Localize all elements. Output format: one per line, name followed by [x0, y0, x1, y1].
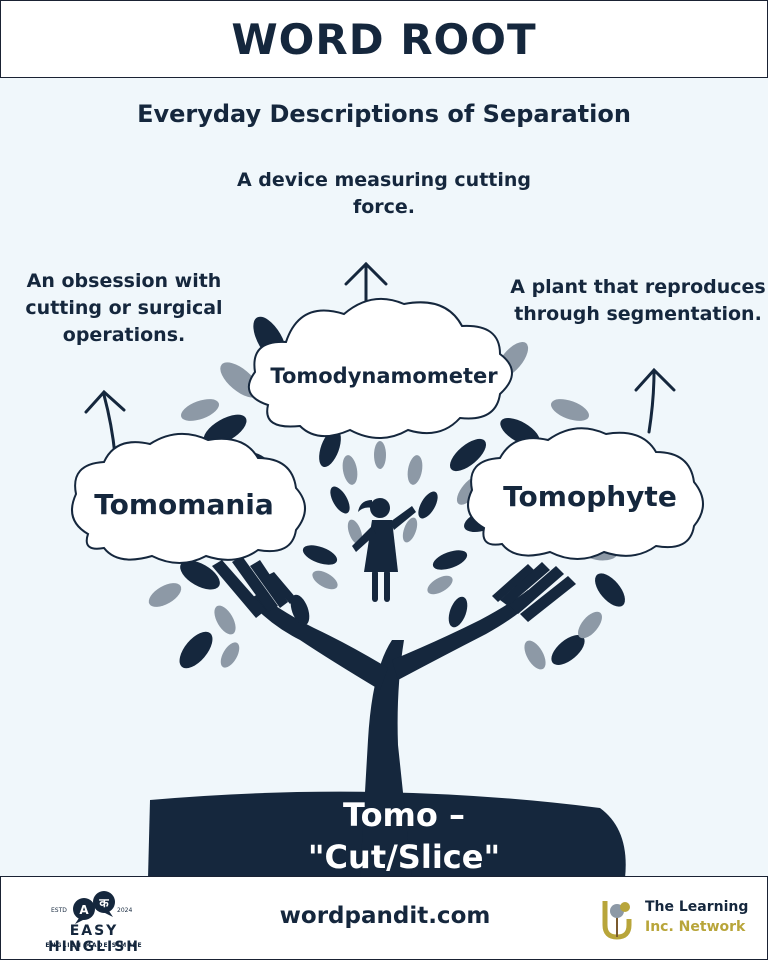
definition-tomophyte: A plant that reproduces through segmenta…: [510, 276, 766, 325]
left-hand: [212, 556, 296, 618]
root-meaning: "Cut/Slice": [307, 838, 501, 876]
definition-tomodynamometer: A device measuring cutting force.: [236, 169, 532, 218]
brand-name: EASY HINGLISH: [47, 923, 141, 955]
logo-glyph-a: A: [79, 903, 89, 917]
header-banner: WORD ROOT: [0, 0, 768, 78]
right-hand: [492, 562, 576, 622]
footer: A क ESTD 2024 EASY HINGLISH ENGLISH MADE…: [0, 876, 768, 960]
word-tomophyte: Tomophyte: [503, 480, 677, 513]
tree-trunk: [360, 640, 412, 878]
page-title: WORD ROOT: [231, 14, 537, 64]
logo-glyph-ka: क: [98, 896, 109, 910]
cloud-tomodynamometer: [247, 297, 513, 439]
site-link[interactable]: wordpandit.com: [279, 903, 491, 929]
brand-tagline: ENGLISH MADE SIMPLE: [45, 942, 143, 949]
brand-estd: ESTD: [51, 907, 67, 914]
left-branch-arm: [248, 594, 388, 690]
definition-tomomania: An obsession with cutting or surgical op…: [25, 270, 223, 346]
easy-hinglish-logo: A क ESTD 2024 EASY HINGLISH ENGLISH MADE…: [29, 889, 159, 955]
learning-inc-text: The Learning Inc. Network: [645, 897, 765, 937]
learning-inc-line2: Inc. Network: [645, 919, 746, 935]
word-tomomania: Tomomania: [94, 488, 274, 521]
cloud-tomomania: [71, 433, 306, 564]
learning-inc-line1: The Learning: [645, 899, 749, 915]
child-figure: [352, 498, 416, 602]
right-branch-arm: [392, 590, 534, 680]
arrow-up-icon: [634, 367, 676, 434]
learning-inc-logo: The Learning Inc. Network: [601, 897, 761, 941]
brand-year: 2024: [117, 907, 133, 914]
speech-bubble-icon: A क: [73, 891, 115, 924]
word-tomodynamometer: Tomodynamometer: [270, 364, 498, 388]
root-word-label: Tomo – "Cut/Slice": [250, 794, 558, 878]
tree-logo-icon: [602, 901, 632, 940]
subtitle: Everyday Descriptions of Separation: [137, 100, 631, 128]
cloud-tomophyte: [467, 427, 704, 560]
root-word: Tomo –: [342, 796, 466, 834]
